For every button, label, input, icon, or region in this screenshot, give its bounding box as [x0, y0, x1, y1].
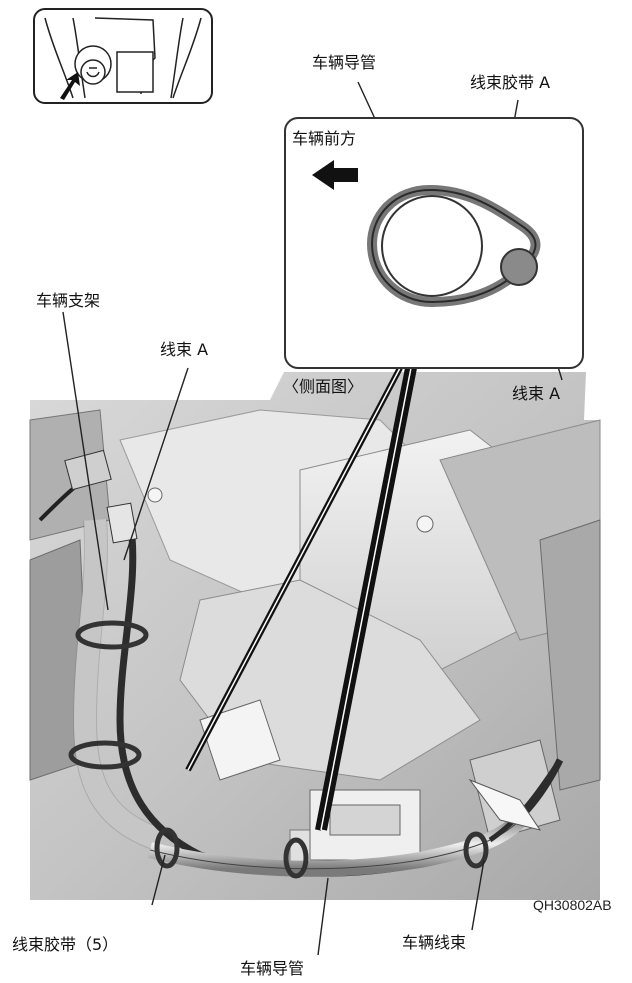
vehicle-front-label: 车辆前方 [292, 129, 357, 148]
harness-a-right-label: 线束 A [512, 384, 561, 403]
guide-tube-top-label: 车辆导管 [312, 53, 377, 72]
cable-tie [283, 837, 309, 879]
cable-tie [68, 740, 142, 770]
tie-band-5-label: 线束胶带（5） [12, 935, 119, 954]
cable-tie [463, 831, 489, 869]
figure-code: QH30802AB [533, 897, 612, 913]
cable-tie [75, 620, 149, 650]
tie-band-a-label: 线束胶带 A [470, 73, 551, 92]
cable-tie [154, 827, 180, 869]
side-view-inset [284, 117, 584, 369]
vehicle-bracket-rod [73, 519, 164, 851]
cable-tie-group [68, 620, 489, 879]
side-view-label: 〈侧面图〉 [283, 377, 364, 396]
vehicle-bracket-label: 车辆支架 [36, 291, 101, 310]
vehicle-harness-label: 车辆线束 [402, 933, 467, 952]
locator-diagram [44, 17, 202, 99]
guide-tube-bottom-label: 车辆导管 [240, 959, 305, 978]
locator-diagram-frame [33, 8, 213, 104]
harness-a-left-label: 线束 A [160, 340, 209, 359]
